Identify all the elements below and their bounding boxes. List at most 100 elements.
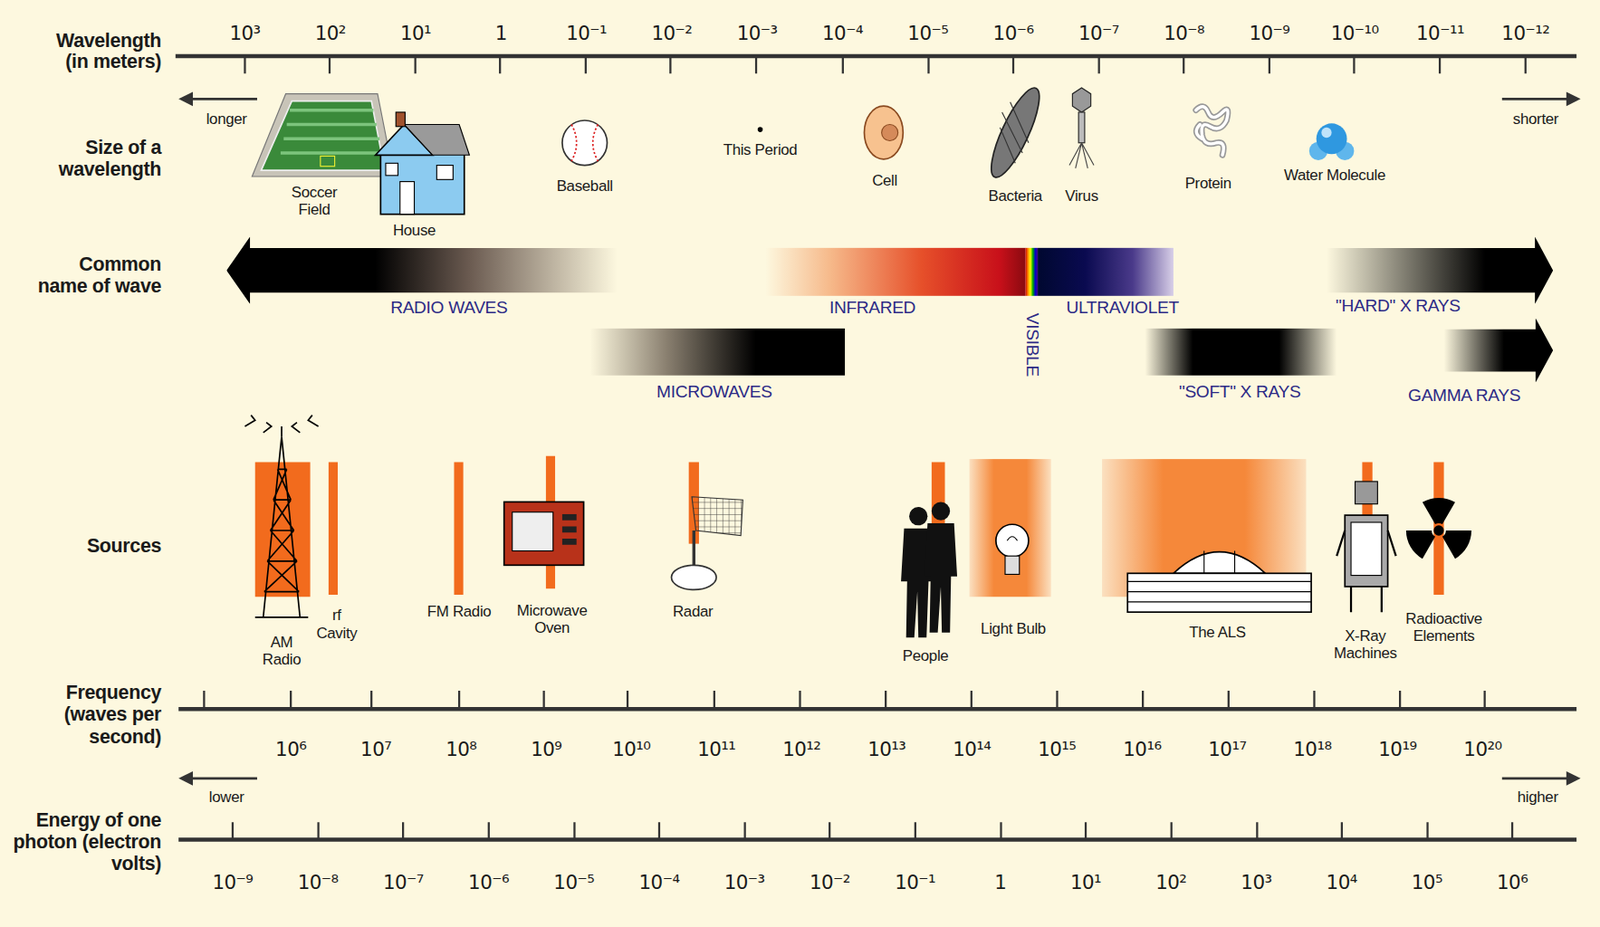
tick-value: 10⁻³	[737, 22, 778, 45]
item-label: higher	[1517, 789, 1559, 807]
item-label: People	[902, 647, 949, 665]
tick-value: 10¹²	[782, 738, 821, 761]
tick-value: 10⁻²	[651, 22, 692, 45]
band-fill	[1326, 236, 1553, 304]
tick-value: 10¹⁶	[1122, 738, 1161, 761]
tick-value: 10¹⁷	[1207, 738, 1246, 761]
item-label: X-Ray Machines	[1329, 627, 1401, 662]
tick-value: 10¹¹	[697, 738, 736, 761]
tick-value: 10²	[1155, 871, 1187, 894]
item-label: FM Radio	[427, 603, 492, 622]
row-heading: Energy of one photon (electron volts)	[8, 809, 162, 875]
tick-value: 10⁻³	[724, 871, 766, 894]
tick-value: 1	[994, 871, 1006, 894]
tick-value: 10⁸	[445, 738, 477, 761]
item-label: Light Bulb	[980, 621, 1046, 639]
wave-name: "HARD" X RAYS	[1335, 296, 1461, 317]
wave-name: INFRARED	[829, 297, 916, 319]
tick-value: 10³	[1240, 871, 1272, 894]
tick-value: 10⁻⁴	[639, 871, 681, 894]
tick-value: 10³	[229, 22, 260, 45]
wave-band: RADIO WAVES	[226, 236, 618, 304]
item-label: House	[392, 221, 436, 240]
tick-value: 10⁻⁹	[211, 871, 253, 894]
tick-value: 10¹⁵	[1037, 738, 1076, 761]
item-label: Protein	[1185, 174, 1232, 192]
tick-value: 10⁻⁷	[1078, 22, 1120, 45]
wave-name: RADIO WAVES	[390, 297, 508, 319]
item-label: longer	[206, 110, 248, 128]
row-heading: Frequency (waves per second)	[43, 681, 162, 748]
tick-value: 10⁶	[275, 738, 307, 761]
item-label: Bacteria	[988, 187, 1043, 205]
wave-band: INFRARED	[765, 248, 1026, 297]
tick-value: 10⁻⁸	[297, 871, 339, 894]
tick-value: 10⁻⁵	[907, 22, 949, 45]
tick-value: 10⁴	[1326, 871, 1358, 894]
tick-value: 10⁷	[360, 738, 392, 761]
item-label: Baseball	[556, 178, 614, 196]
tick-value: 10⁻⁴	[822, 22, 863, 45]
row-heading: Sources	[28, 535, 162, 557]
item-label: The ALS	[1188, 623, 1246, 642]
wave-band: ULTRAVIOLET	[1037, 248, 1174, 297]
tick-value: 10⁹	[530, 738, 562, 761]
tick-value: 10²	[315, 22, 346, 45]
band-fill	[1025, 248, 1039, 297]
item-label: This Period	[723, 141, 798, 159]
tick-value: 10⁻⁶	[468, 871, 509, 894]
wave-band: "SOFT" X RAYS	[1144, 328, 1337, 376]
item-label: Water Molecule	[1283, 166, 1386, 184]
tick-value: 10⁻¹¹	[1416, 22, 1465, 45]
wave-band: "HARD" X RAYS	[1326, 236, 1553, 304]
item-label: Radioactive Elements	[1398, 610, 1490, 645]
item-label: AM Radio	[256, 633, 307, 669]
tick-value: 10⁻⁵	[553, 871, 595, 894]
item-label: Microwave Oven	[508, 602, 596, 637]
tick-value: 10⁻⁷	[383, 871, 424, 894]
tick-value: 10⁻¹²	[1501, 22, 1550, 45]
item-label: Soccer Field	[283, 183, 345, 219]
wave-name: GAMMA RAYS	[1408, 385, 1521, 407]
tick-value: 10¹	[1070, 871, 1102, 894]
tick-value: 10⁻¹	[565, 22, 607, 45]
item-label: Radar	[672, 603, 713, 622]
tick-value: 10⁵	[1411, 871, 1443, 894]
item-label: Virus	[1064, 187, 1099, 205]
tick-value: 10⁻⁹	[1248, 22, 1290, 45]
band-fill	[589, 328, 845, 376]
band-fill	[765, 248, 1026, 297]
band-fill	[1037, 248, 1174, 297]
wave-band: GAMMA RAYS	[1444, 318, 1554, 384]
wave-band: MICROWAVES	[589, 328, 845, 376]
tick-value: 10⁻⁸	[1163, 22, 1205, 45]
item-label: shorter	[1513, 110, 1559, 128]
wave-name: ULTRAVIOLET	[1065, 297, 1179, 319]
tick-value: 10⁶	[1496, 871, 1528, 894]
row-heading: Wavelength (in meters)	[38, 28, 162, 73]
wave-band: VISIBLE	[1025, 248, 1039, 297]
wave-name: VISIBLE	[1021, 313, 1043, 377]
tick-value: 10²⁰	[1463, 738, 1502, 761]
wave-name: MICROWAVES	[656, 383, 773, 404]
row-heading: Size of a wavelength	[38, 136, 162, 181]
row-heading: Common name of wave	[28, 253, 162, 298]
item-label: lower	[209, 789, 245, 807]
item-label: Cell	[871, 172, 898, 190]
tick-value: 10¹⁸	[1293, 738, 1332, 761]
tick-value: 1	[495, 22, 508, 45]
tick-value: 10¹⁰	[612, 738, 651, 761]
tick-value: 10⁻¹	[894, 871, 936, 894]
tick-value: 10¹⁹	[1378, 738, 1417, 761]
tick-value: 10¹	[400, 22, 432, 45]
band-fill	[1144, 328, 1337, 376]
tick-value: 10⁻⁶	[993, 22, 1035, 45]
band-fill	[226, 236, 618, 304]
band-fill	[1444, 318, 1554, 384]
wave-name: "SOFT" X RAYS	[1178, 383, 1301, 404]
tick-value: 10⁻¹⁰	[1331, 22, 1380, 45]
item-label: rf Cavity	[311, 607, 363, 642]
tick-value: 10¹⁴	[952, 738, 991, 761]
tick-value: 10⁻²	[809, 871, 851, 894]
